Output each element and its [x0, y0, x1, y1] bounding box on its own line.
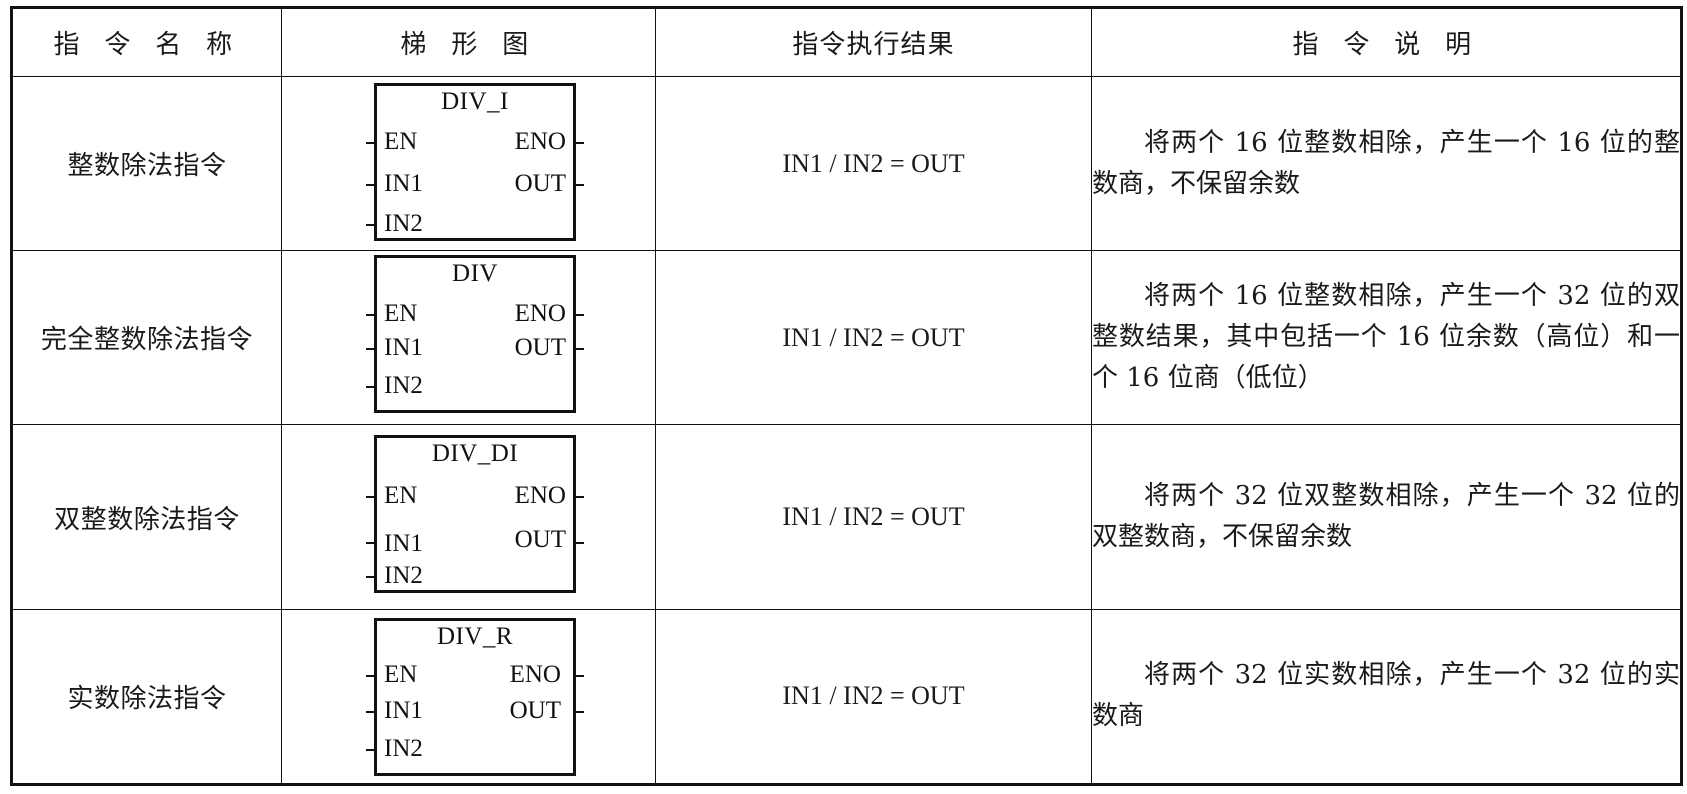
div-di-function-block: DIV_DI EN ENO IN1 OUT IN2 [366, 435, 584, 594]
pin-eno-label: ENO [514, 300, 566, 328]
pin-out-label: OUT [514, 334, 566, 362]
pin-en-label: EN [384, 300, 418, 328]
table-row: 整数除法指令 DIV_I EN ENO IN1 OUT IN2 IN1 / IN… [11, 76, 1682, 252]
en-connector [366, 142, 376, 145]
en-connector [366, 674, 376, 677]
out-connector [574, 710, 584, 713]
instruction-name: 完全整数除法指令 [11, 250, 282, 426]
in1-connector [366, 184, 376, 187]
block-title: DIV [452, 260, 498, 288]
instruction-name: 整数除法指令 [11, 76, 282, 252]
en-connector [366, 314, 376, 317]
instruction-description: 将两个 16 位整数相除，产生一个 32 位的双整数结果，其中包括一个 16 位… [1091, 250, 1682, 426]
eno-connector [574, 496, 584, 499]
pin-eno-label: ENO [514, 128, 566, 156]
pin-eno-label: ENO [509, 660, 561, 688]
block-title: DIV_DI [431, 440, 519, 468]
description-text: 将两个 32 位实数相除，产生一个 32 位的实数商 [1092, 660, 1680, 732]
execution-result: IN1 / IN2 = OUT [655, 250, 1092, 426]
pin-in1-label: IN1 [384, 530, 423, 558]
table-row: 双整数除法指令 DIV_DI EN ENO IN1 OUT IN2 IN1 / … [11, 424, 1682, 610]
header-ladder-diagram: 梯 形 图 [281, 6, 656, 78]
pin-en-label: EN [384, 660, 418, 688]
description-text: 将两个 16 位整数相除，产生一个 32 位的双整数结果，其中包括一个 16 位… [1092, 281, 1680, 394]
in1-connector [366, 710, 376, 713]
pin-in1-label: IN1 [384, 334, 423, 362]
instruction-description: 将两个 32 位双整数相除，产生一个 32 位的双整数商，不保留余数 [1091, 424, 1682, 610]
ladder-diagram-cell: DIV_DI EN ENO IN1 OUT IN2 [281, 424, 656, 610]
ladder-diagram-cell: DIV_R EN ENO IN1 OUT IN2 [281, 608, 656, 786]
div-function-block: DIV EN ENO IN1 OUT IN2 [366, 255, 584, 414]
block-title: DIV_I [441, 88, 509, 116]
pin-in2-label: IN2 [384, 734, 423, 762]
in2-connector [366, 386, 376, 389]
pin-en-label: EN [384, 482, 418, 510]
execution-result: IN1 / IN2 = OUT [655, 424, 1092, 610]
pin-eno-label: ENO [514, 482, 566, 510]
en-connector [366, 496, 376, 499]
pin-in2-label: IN2 [384, 210, 423, 238]
division-instruction-table-page: 指 令 名 称 梯 形 图 指令执行结果 指 令 说 明 整数除法指令 DIV_… [10, 6, 1683, 786]
instruction-description: 将两个 16 位整数相除，产生一个 16 位的整数商，不保留余数 [1091, 76, 1682, 252]
header-instruction-description: 指 令 说 明 [1091, 6, 1682, 78]
header-instruction-name: 指 令 名 称 [11, 6, 282, 78]
pin-out-label: OUT [514, 170, 566, 198]
eno-connector [574, 142, 584, 145]
pin-in1-label: IN1 [384, 170, 423, 198]
out-connector [574, 184, 584, 187]
pin-out-label: OUT [514, 526, 566, 554]
pin-in2-label: IN2 [384, 372, 423, 400]
pin-in1-label: IN1 [384, 696, 423, 724]
div-r-function-block: DIV_R EN ENO IN1 OUT IN2 [366, 617, 584, 776]
ladder-diagram-cell: DIV EN ENO IN1 OUT IN2 [281, 250, 656, 426]
table-row: 实数除法指令 DIV_R EN ENO IN1 OUT IN2 IN1 / IN… [11, 608, 1682, 786]
pin-in2-label: IN2 [384, 562, 423, 590]
out-connector [574, 348, 584, 351]
in2-connector [366, 576, 376, 579]
in2-connector [366, 224, 376, 227]
div-i-function-block: DIV_I EN ENO IN1 OUT IN2 [366, 83, 584, 242]
instruction-table: 指 令 名 称 梯 形 图 指令执行结果 指 令 说 明 整数除法指令 DIV_… [10, 6, 1683, 786]
table-row: 完全整数除法指令 DIV EN ENO IN1 OUT IN2 IN1 / IN… [11, 250, 1682, 426]
instruction-description: 将两个 32 位实数相除，产生一个 32 位的实数商 [1091, 608, 1682, 786]
ladder-diagram-cell: DIV_I EN ENO IN1 OUT IN2 [281, 76, 656, 252]
description-text: 将两个 16 位整数相除，产生一个 16 位的整数商，不保留余数 [1092, 127, 1680, 199]
instruction-name: 双整数除法指令 [11, 424, 282, 610]
header-execution-result: 指令执行结果 [655, 6, 1092, 78]
in1-connector [366, 348, 376, 351]
in2-connector [366, 748, 376, 751]
description-text: 将两个 32 位双整数相除，产生一个 32 位的双整数商，不保留余数 [1092, 481, 1680, 553]
execution-result: IN1 / IN2 = OUT [655, 76, 1092, 252]
pin-out-label: OUT [509, 696, 561, 724]
instruction-name: 实数除法指令 [11, 608, 282, 786]
in1-connector [366, 542, 376, 545]
pin-en-label: EN [384, 128, 418, 156]
block-title: DIV_R [436, 622, 514, 650]
execution-result: IN1 / IN2 = OUT [655, 608, 1092, 786]
eno-connector [574, 314, 584, 317]
header-row: 指 令 名 称 梯 形 图 指令执行结果 指 令 说 明 [11, 6, 1682, 78]
eno-connector [574, 674, 584, 677]
out-connector [574, 542, 584, 545]
